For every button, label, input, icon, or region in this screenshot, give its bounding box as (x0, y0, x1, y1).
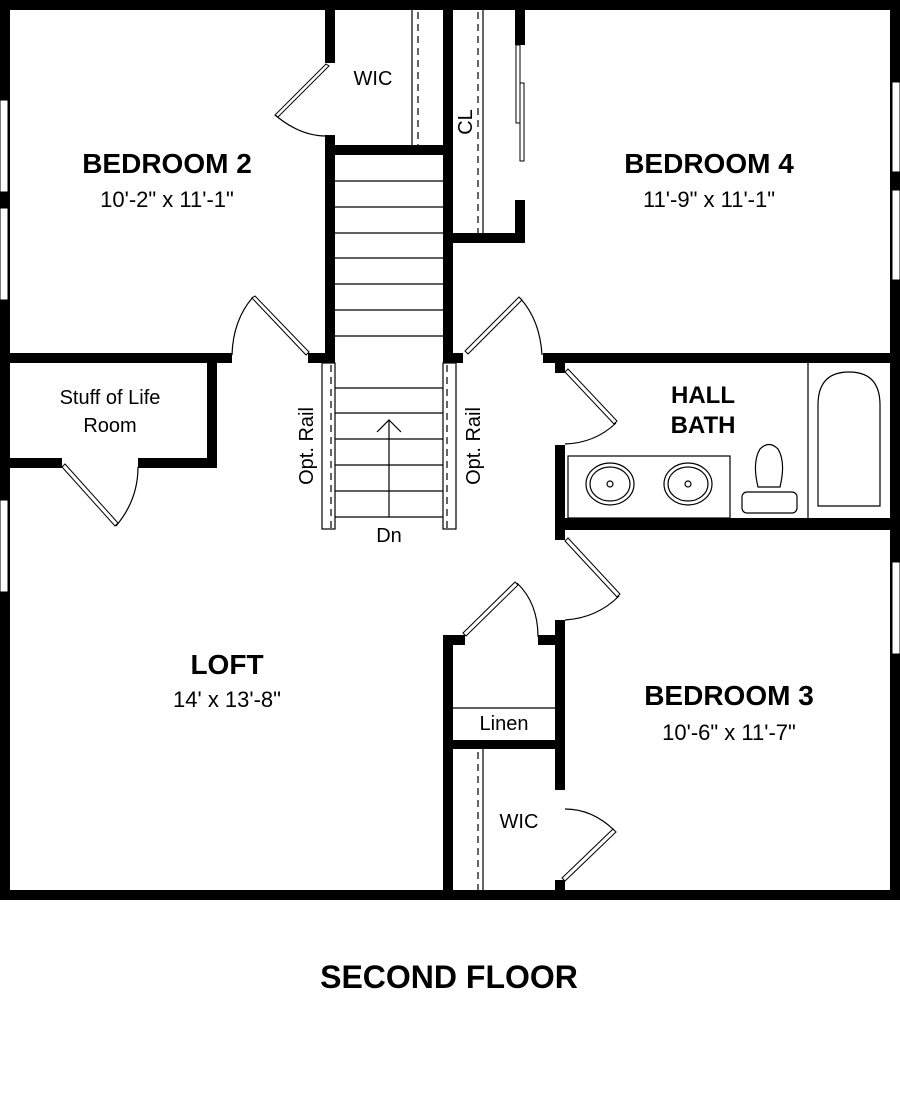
room-labels: BEDROOM 2 10'-2" x 11'-1" WIC CL BEDROOM… (60, 68, 814, 833)
bedroom4-dims: 11'-9" x 11'-1" (643, 187, 775, 212)
staircase (321, 180, 457, 530)
doors (61, 63, 621, 882)
bedroom3-name: BEDROOM 3 (644, 680, 814, 711)
door-bedroom2[interactable] (231, 295, 310, 356)
hall-bath-label-line2: BATH (671, 412, 736, 439)
loft-dims: 14' x 13'-8" (173, 687, 281, 712)
door-bedroom3[interactable] (564, 537, 621, 621)
wic-bottom-label: WIC (500, 811, 539, 833)
bedroom4-name: BEDROOM 4 (624, 148, 794, 179)
stuff-of-life-label-line2: Room (83, 415, 136, 437)
bath-fixtures (585, 371, 881, 514)
sink-left-icon (585, 462, 635, 506)
stuff-of-life-label-line1: Stuff of Life (60, 387, 161, 409)
linen-label: Linen (480, 713, 529, 735)
door-wic-top[interactable] (274, 63, 330, 137)
windows (0, 81, 900, 655)
door-stuff-of-life[interactable] (61, 463, 139, 527)
interior-walls (0, 0, 900, 893)
fixture-lines (411, 10, 809, 890)
arrow-head-icon (376, 419, 402, 433)
door-wic-bottom[interactable] (561, 808, 617, 882)
door-linen[interactable] (462, 581, 539, 638)
opt-rail-left-label: Opt. Rail (296, 407, 318, 485)
hall-bath-label-line1: HALL (671, 382, 735, 409)
loft-name: LOFT (190, 649, 263, 680)
bathtub-icon (817, 371, 881, 507)
sink-right-icon (663, 462, 713, 506)
stairs-down-label: Dn (376, 525, 402, 547)
bedroom3-dims: 10'-6" x 11'-7" (662, 720, 796, 745)
door-bedroom4[interactable] (464, 296, 543, 356)
toilet-icon (741, 443, 798, 514)
closet-label: CL (455, 109, 477, 135)
door-hall-bath[interactable] (564, 368, 618, 445)
floor-title: SECOND FLOOR (320, 959, 578, 995)
opt-rail-right-label: Opt. Rail (463, 407, 485, 485)
bedroom2-name: BEDROOM 2 (82, 148, 252, 179)
bedroom2-dims: 10'-2" x 11'-1" (100, 187, 234, 212)
wic-top-label: WIC (354, 68, 393, 90)
